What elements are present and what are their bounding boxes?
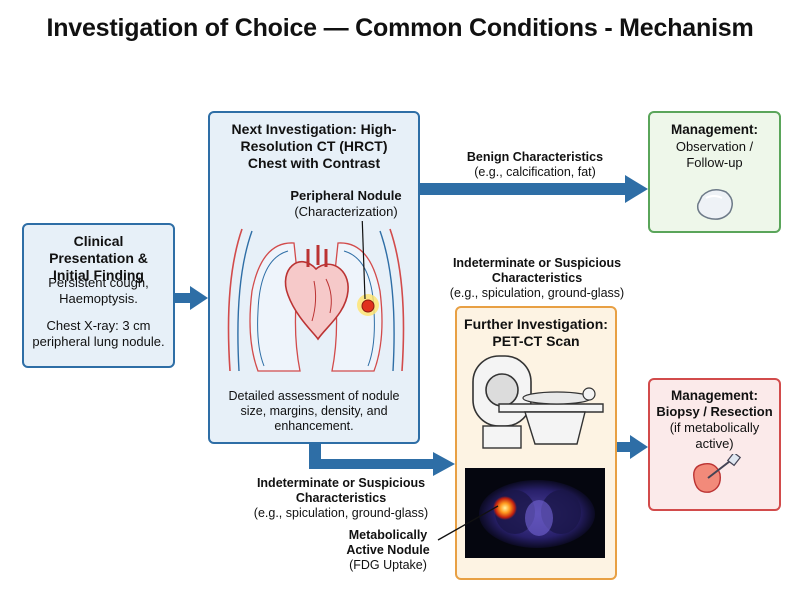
arrow-hrct-to-petct — [309, 442, 455, 476]
biopsy-text-bold: Biopsy / Resection — [656, 404, 773, 419]
active-nodule-label: Metabolically Active Nodule (FDG Uptake) — [336, 528, 440, 573]
petct-box: Further Investigation: PET-CT Scan — [455, 306, 617, 580]
biopsy-box: Management: Biopsy / Resection (if metab… — [648, 378, 781, 511]
suspicious-bottom-label: Indeterminate or Suspicious Characterist… — [236, 476, 446, 521]
biopsy-needle-icon — [693, 454, 742, 493]
suspicious-bottom-heading: Indeterminate or Suspicious Characterist… — [256, 476, 426, 505]
biopsy-heading: Management: — [670, 388, 758, 403]
benign-examples: (e.g., calcification, fat) — [474, 165, 596, 179]
observation-box: Management: Observation / Follow-up — [648, 111, 781, 233]
active-nodule-sub: (FDG Uptake) — [349, 558, 427, 572]
petct-heading: Further Investigation: PET-CT Scan — [464, 316, 608, 349]
hrct-nodule-label: Peripheral Nodule (Characterization) — [276, 188, 416, 219]
suspicious-top-label: Indeterminate or Suspicious Characterist… — [432, 256, 642, 301]
heart-icon — [284, 245, 349, 341]
benign-label: Benign Characteristics (e.g., calcificat… — [440, 150, 630, 180]
suspicious-top-heading: Indeterminate or Suspicious Characterist… — [452, 256, 622, 285]
arrow-petct-to-biopsy — [617, 435, 648, 459]
observation-text: Observation / Follow-up — [675, 139, 754, 170]
fdg-uptake-hotspot — [493, 496, 517, 520]
hrct-box: Next Investigation: High-Resolution CT (… — [208, 111, 420, 444]
arrow-clinical-to-hrct — [175, 286, 208, 310]
clinical-xray: Chest X-ray: 3 cm peripheral lung nodule… — [32, 318, 165, 349]
hrct-assessment: Detailed assessment of nodule size, marg… — [228, 389, 400, 433]
suspicious-bottom-examples: (e.g., spiculation, ground-glass) — [253, 506, 429, 520]
clinical-heading: Clinical Presentation & Initial Finding — [49, 233, 148, 283]
pet-ct-image — [465, 468, 605, 558]
hrct-nodule-sub: (Characterization) — [294, 203, 398, 219]
observation-heading: Management: — [670, 122, 758, 137]
biopsy-text: (if metabolically active) — [669, 420, 760, 451]
hrct-nodule-title: Peripheral Nodule — [290, 188, 402, 203]
active-nodule-heading: Metabolically Active Nodule — [346, 528, 430, 557]
benign-nodule-icon — [696, 189, 733, 220]
page-title: Investigation of Choice — Common Conditi… — [46, 14, 754, 42]
pet-scanner-icon — [472, 355, 604, 449]
hrct-heading: Next Investigation: High-Resolution CT (… — [231, 121, 397, 171]
clinical-symptoms: Persistent cough, Haemoptysis. — [48, 275, 149, 306]
benign-heading: Benign Characteristics — [466, 150, 604, 164]
chest-ct-illustration — [227, 221, 405, 372]
suspicious-top-examples: (e.g., spiculation, ground-glass) — [449, 286, 625, 300]
arrow-hrct-to-observation — [420, 175, 648, 203]
clinical-presentation-box: Clinical Presentation & Initial Finding … — [22, 223, 175, 368]
